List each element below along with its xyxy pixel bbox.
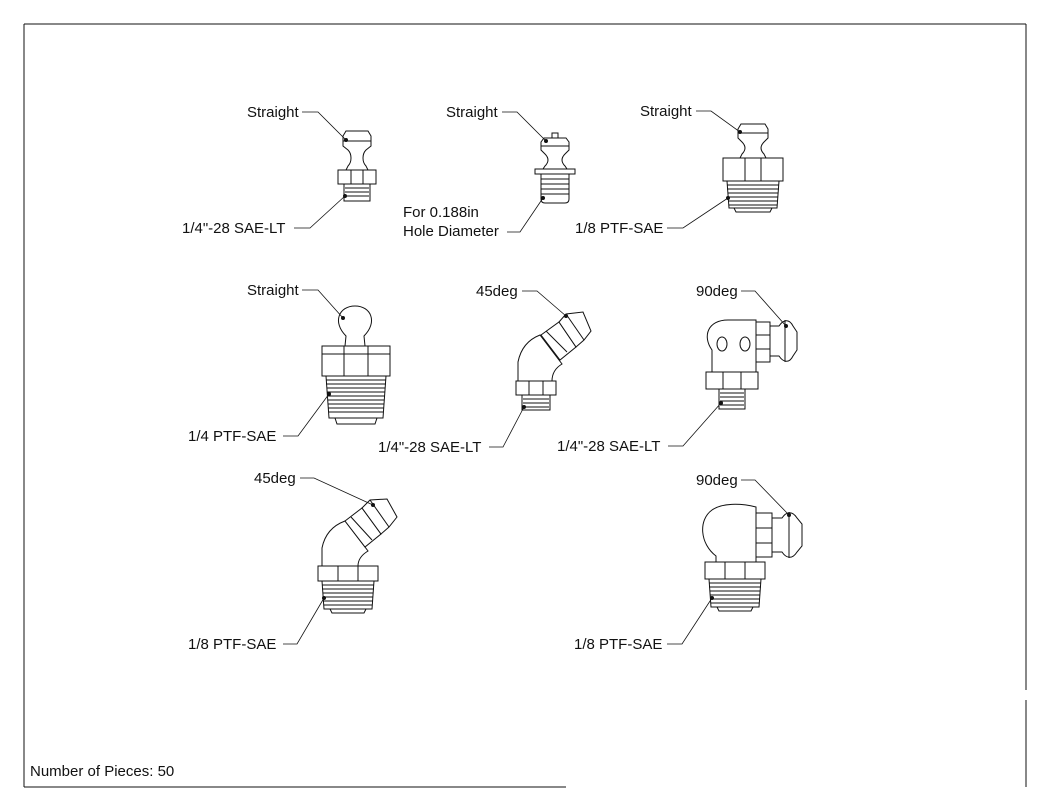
fitting-7-45deg-ptf: 45deg 1/8 PTF-SAE [188, 470, 398, 653]
fitting-5-top-label: 45deg [476, 283, 518, 300]
fitting-7-top-leader [300, 477, 374, 506]
fitting-6-bottom-label: 1/4"-28 SAE-LT [557, 438, 660, 455]
fitting-7-top-label: 45deg [254, 470, 296, 487]
fitting-6-drawing [705, 319, 798, 410]
fitting-2-bottom-label-line2: Hole Diameter [403, 223, 499, 240]
fitting-4-bottom-label: 1/4 PTF-SAE [188, 428, 276, 445]
fitting-8-bottom-label: 1/8 PTF-SAE [574, 636, 662, 653]
sheet-border [23, 23, 1027, 788]
fitting-1-top-leader [302, 111, 347, 141]
fitting-5-drawing [515, 311, 592, 411]
fitting-2-bottom-label-line1: For 0.188in [403, 204, 479, 221]
fitting-1-bottom-leader [294, 195, 346, 229]
fitting-2-bottom-leader [507, 197, 544, 233]
fitting-1-straight-sae-lt: Straight 1/4"-28 SAE-LT [182, 104, 377, 237]
fitting-3-bottom-leader [667, 197, 729, 229]
fitting-7-bottom-label: 1/8 PTF-SAE [188, 636, 276, 653]
fitting-2-straight-drive: Straight For 0.188in Hole Diameter [403, 104, 576, 240]
fitting-5-bottom-label: 1/4"-28 SAE-LT [378, 439, 481, 456]
fitting-6-top-leader [741, 290, 787, 327]
fitting-4-top-leader [302, 289, 344, 319]
fitting-6-bottom-leader [668, 402, 722, 447]
fitting-8-top-label: 90deg [696, 472, 738, 489]
fitting-5-top-leader [522, 290, 567, 317]
fitting-3-top-label: Straight [640, 103, 693, 120]
fitting-2-top-label: Straight [446, 104, 499, 121]
fitting-2-top-leader [502, 111, 547, 142]
fitting-3-bottom-label: 1/8 PTF-SAE [575, 220, 663, 237]
fitting-2-drawing [534, 132, 576, 204]
fitting-7-bottom-leader [283, 597, 325, 645]
pieces-label: Number of Pieces: 50 [30, 763, 174, 780]
fitting-6-top-label: 90deg [696, 283, 738, 300]
fitting-4-straight-ptf: Straight 1/4 PTF-SAE [188, 282, 391, 445]
fitting-8-90deg-ptf: 90deg 1/8 PTF-SAE [574, 472, 803, 653]
fitting-3-top-leader [696, 110, 741, 133]
pieces-label-text: Number of Pieces: [30, 763, 153, 780]
fitting-4-bottom-leader [283, 393, 330, 437]
pieces-note: Number of Pieces: 50 [30, 763, 174, 780]
fitting-1-top-label: Straight [247, 104, 300, 121]
fitting-8-bottom-leader [667, 597, 713, 645]
leader-arrowheads [322, 130, 791, 600]
fitting-7-drawing [317, 498, 398, 614]
fitting-3-drawing [722, 123, 784, 213]
fitting-8-top-leader [741, 479, 790, 516]
pieces-count: 50 [158, 763, 175, 780]
fitting-5-45deg-sae-lt: 45deg 1/4"-28 SAE-LT [378, 283, 592, 456]
fitting-6-90deg-sae-lt: 90deg 1/4"-28 SAE-LT [557, 283, 798, 455]
fitting-8-drawing [702, 503, 803, 612]
fitting-5-bottom-leader [489, 406, 525, 448]
fitting-4-drawing [321, 305, 391, 425]
fitting-3-straight-ptf: Straight 1/8 PTF-SAE [575, 103, 784, 237]
fitting-1-bottom-label: 1/4"-28 SAE-LT [182, 220, 285, 237]
fitting-1-drawing [337, 130, 377, 202]
fitting-4-top-label: Straight [247, 282, 300, 299]
